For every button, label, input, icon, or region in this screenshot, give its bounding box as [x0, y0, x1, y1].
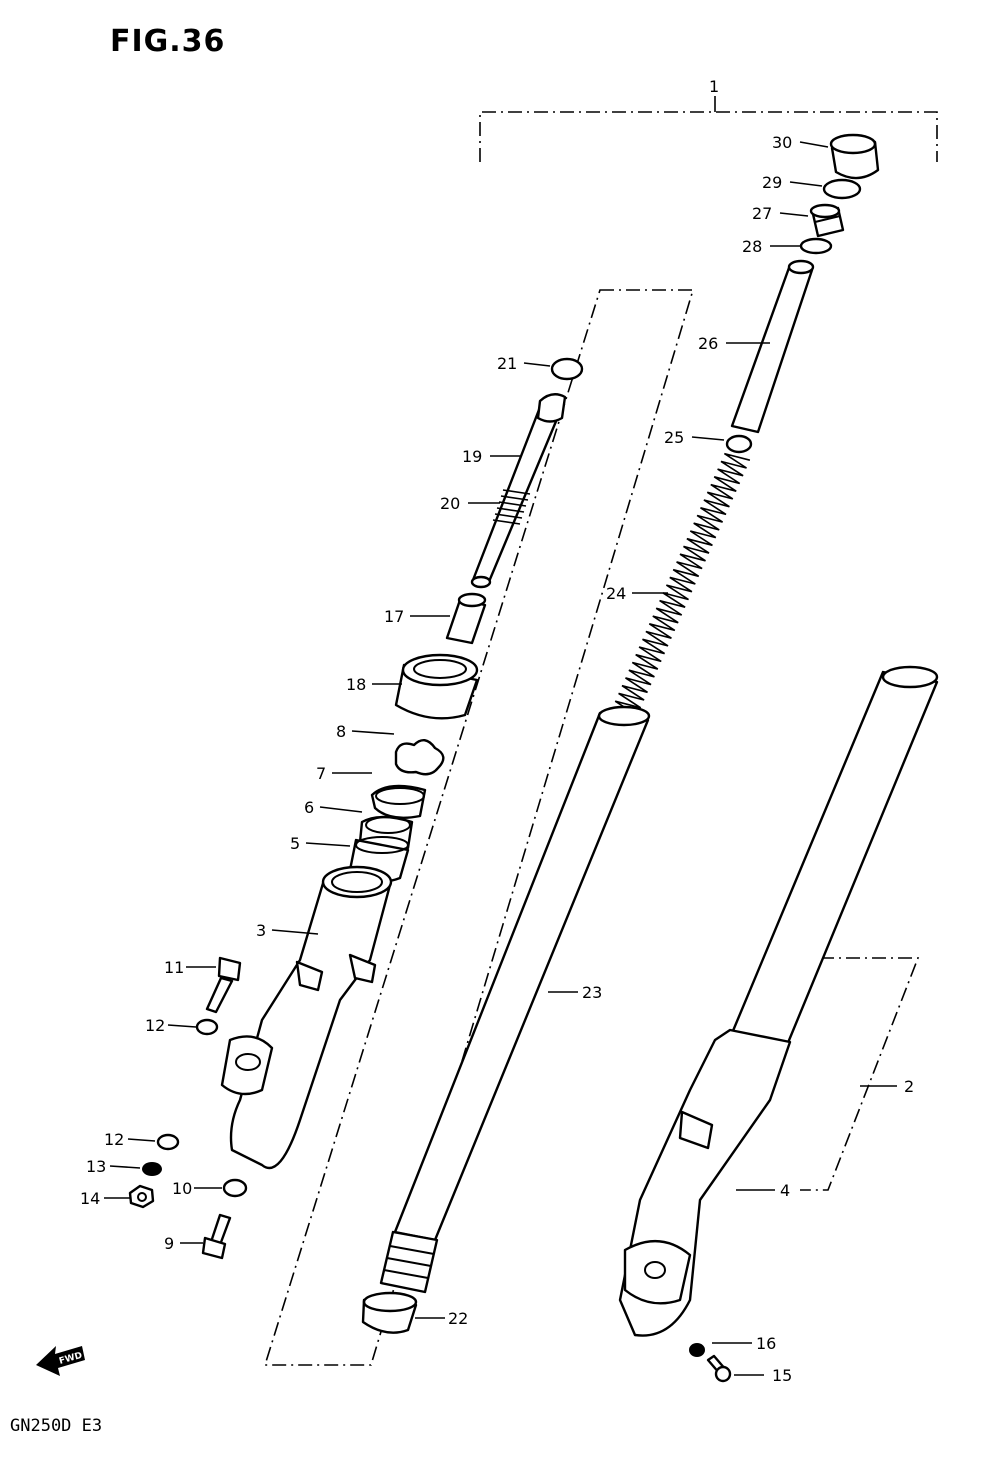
part-16-gasket [689, 1343, 705, 1357]
callout-21: 21 [497, 354, 517, 373]
part-28-washer [799, 237, 833, 255]
part-21-washer [550, 357, 584, 381]
callout-1: 1 [709, 77, 719, 96]
callout-labels: 1 30 29 27 28 26 25 24 21 19 20 17 18 8 … [80, 77, 914, 1385]
leader-lines [104, 141, 897, 1376]
callout-20: 20 [440, 494, 460, 513]
part-3-outer-tube-left [220, 865, 393, 1170]
part-29-o-ring [822, 178, 862, 200]
part-26-spacer-tube [730, 259, 815, 434]
part-13-nut [142, 1162, 162, 1176]
part-19-damper-rod [470, 393, 567, 589]
part-30-cap-bolt [829, 133, 880, 180]
callout-14: 14 [80, 1189, 100, 1208]
callout-13: 13 [86, 1157, 106, 1176]
assembly-bracket-2 [800, 957, 920, 1191]
part-14-nut [128, 1184, 155, 1209]
assembly-bracket-1 [479, 96, 938, 162]
part-17-oil-lock-piece [445, 592, 487, 645]
part-11-bolt [205, 956, 242, 1014]
part-4-outer-tube-right [618, 665, 939, 1337]
callout-4: 4 [780, 1181, 790, 1200]
callout-23: 23 [582, 983, 602, 1002]
callout-26: 26 [698, 334, 718, 353]
part-22-piston-ring [361, 1291, 418, 1334]
fwd-arrow-icon: FWD [36, 1346, 85, 1376]
callout-7: 7 [316, 764, 326, 783]
callout-25: 25 [664, 428, 684, 447]
part-15-bolt [706, 1354, 732, 1383]
callout-8: 8 [336, 722, 346, 741]
part-8-stopper-ring [394, 739, 445, 776]
part-10-washer [222, 1178, 248, 1198]
callout-24: 24 [606, 584, 626, 603]
callout-12-upper: 12 [145, 1016, 165, 1035]
callout-17: 17 [384, 607, 404, 626]
part-24-fork-spring [611, 452, 751, 724]
part-20-rebound-spring [492, 489, 531, 525]
callout-16: 16 [756, 1334, 776, 1353]
part-18-dust-seal [394, 653, 479, 720]
part-25-spring-seat [725, 434, 753, 454]
callout-12-lower: 12 [104, 1130, 124, 1149]
callout-2: 2 [904, 1077, 914, 1096]
callout-5: 5 [290, 834, 300, 853]
callout-27: 27 [752, 204, 772, 223]
part-27-spacer [809, 203, 845, 238]
callout-9: 9 [164, 1234, 174, 1253]
callout-28: 28 [742, 237, 762, 256]
callout-19: 19 [462, 447, 482, 466]
part-23-inner-tube [379, 705, 651, 1294]
callout-11: 11 [164, 958, 184, 977]
callout-3: 3 [256, 921, 266, 940]
figure-title: FIG.36 [110, 24, 226, 59]
part-9-bolt [201, 1213, 232, 1260]
part-12-washer-upper [195, 1018, 219, 1036]
callout-18: 18 [346, 675, 366, 694]
callout-15: 15 [772, 1366, 792, 1385]
model-code: GN250D E3 [10, 1416, 103, 1436]
callout-10: 10 [172, 1179, 192, 1198]
callout-30: 30 [772, 133, 792, 152]
callout-29: 29 [762, 173, 782, 192]
phantom-outline-inner-assembly [263, 289, 695, 1366]
part-12-washer-lower [156, 1133, 180, 1151]
part-7-retaining-ring [370, 784, 427, 819]
callout-6: 6 [304, 798, 314, 817]
callout-22: 22 [448, 1309, 468, 1328]
